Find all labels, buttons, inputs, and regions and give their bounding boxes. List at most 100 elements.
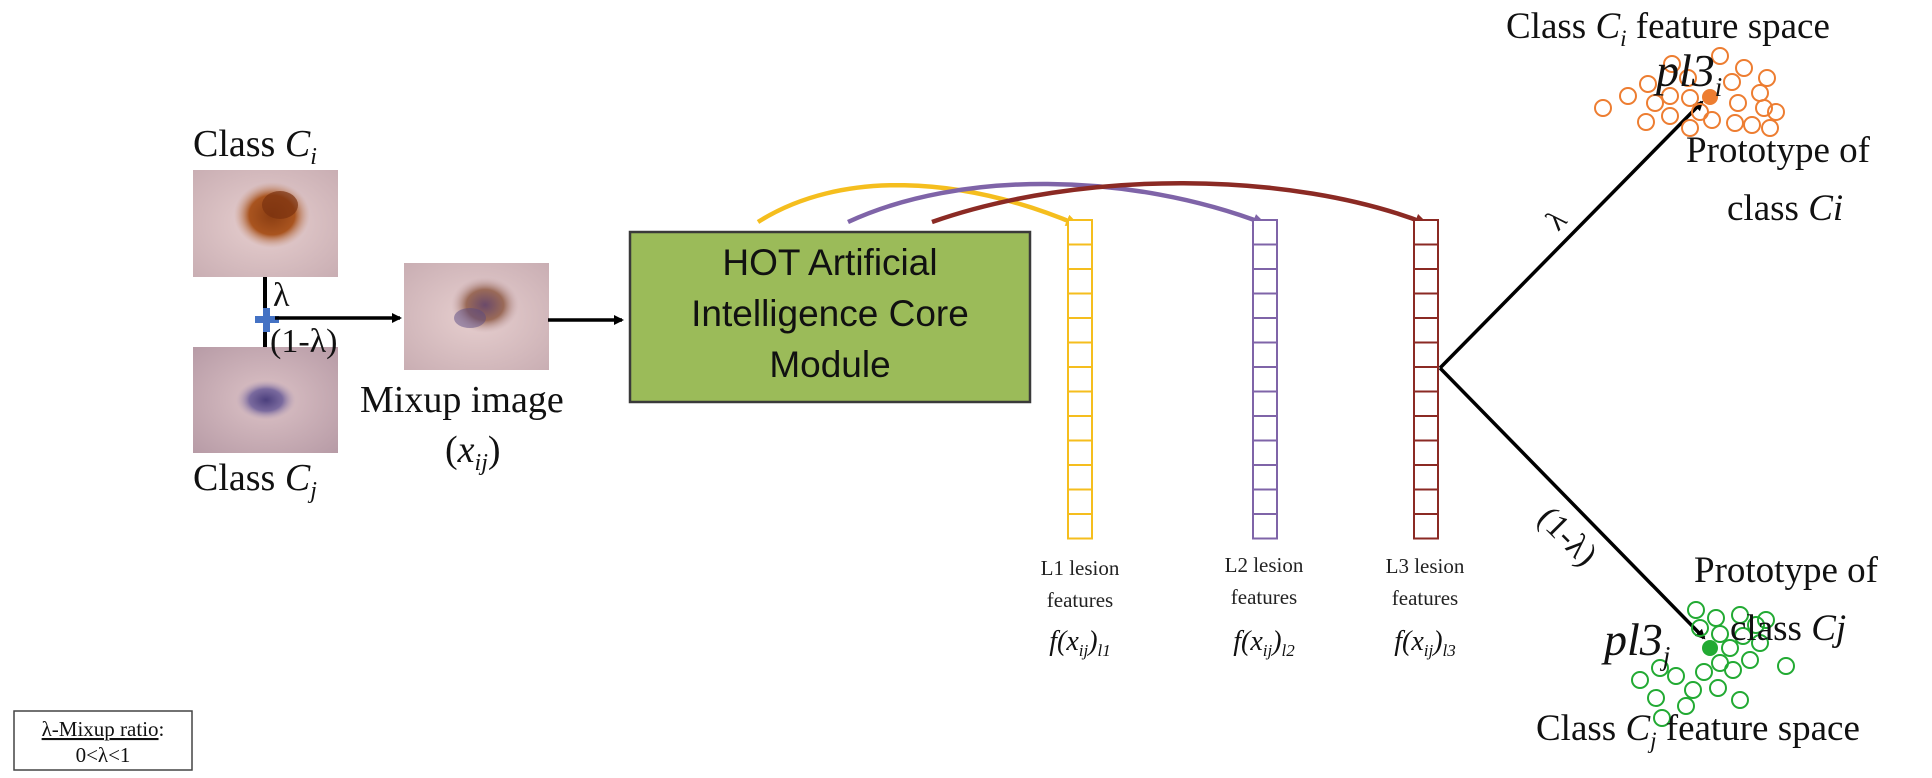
mixup-var: (xij) — [445, 429, 501, 476]
feature-point — [1721, 639, 1739, 657]
feature-point — [1687, 601, 1705, 619]
mixup-ratio-legend: λ-Mixup ratio: 0<λ<1 — [13, 710, 193, 771]
feature-cell — [1413, 219, 1439, 246]
l3-label-line-2: features — [1392, 586, 1458, 610]
feature-point — [1663, 55, 1681, 73]
l2-label-line-1: L2 lesion — [1225, 553, 1304, 577]
feature-point — [1731, 606, 1749, 624]
feature-cell — [1067, 488, 1093, 515]
feature-cell — [1067, 317, 1093, 344]
feature-point — [1735, 59, 1753, 77]
l3-feature-arrow — [931, 181, 1429, 227]
core-module-line-3: Module — [769, 344, 890, 385]
legend-line-2: 0<λ<1 — [76, 743, 131, 767]
feature-cell — [1252, 488, 1278, 515]
branch-lambda-label: λ — [1540, 203, 1574, 237]
feature-cell — [1413, 243, 1439, 270]
feature-point — [1653, 709, 1671, 727]
mixup-label: Mixup image — [360, 379, 564, 421]
l1-label-line-2: features — [1047, 588, 1113, 612]
feature-cell — [1067, 366, 1093, 393]
feature-point — [1594, 99, 1612, 117]
class-j-prototype-point — [1702, 640, 1718, 656]
feature-point — [1743, 116, 1761, 134]
feature-cell — [1067, 268, 1093, 295]
feature-point — [1734, 627, 1752, 645]
feature-cell — [1413, 464, 1439, 491]
class-i-skin-image — [193, 170, 338, 277]
feature-point — [1695, 663, 1713, 681]
feature-cell — [1413, 439, 1439, 466]
feature-point — [1703, 111, 1721, 129]
feature-point — [1646, 94, 1664, 112]
feature-point — [1691, 619, 1709, 637]
feature-point — [1757, 611, 1775, 629]
feature-cell — [1413, 341, 1439, 368]
class-i-prototype-label-2: class Ci — [1727, 188, 1843, 229]
feature-point — [1684, 681, 1702, 699]
feature-cell — [1413, 488, 1439, 515]
lambda-label: λ — [273, 277, 290, 314]
l2-label-line-2: features — [1231, 585, 1297, 609]
l2-feature-column — [1252, 219, 1278, 540]
feature-cell — [1252, 243, 1278, 270]
feature-point — [1751, 634, 1769, 652]
feature-cell — [1067, 390, 1093, 417]
l2-feature-arrow — [847, 181, 1267, 227]
feature-cell — [1067, 292, 1093, 319]
l1-function-label: f(xij)l1 — [1049, 626, 1111, 660]
feature-point — [1751, 84, 1769, 102]
branch-arrow-to-class-i — [1438, 100, 1704, 370]
class-i-prototype-point — [1702, 89, 1718, 105]
core-module-line-2: Intelligence Core — [691, 293, 969, 334]
feature-point — [1741, 651, 1759, 669]
class-i-feature-cluster — [1594, 47, 1785, 137]
feature-cell — [1252, 292, 1278, 319]
feature-cell — [1252, 415, 1278, 442]
feature-cell — [1413, 366, 1439, 393]
class-i-label: Class Ci — [193, 123, 317, 170]
feature-cell — [1252, 464, 1278, 491]
branch-arrow-to-class-j — [1438, 366, 1706, 640]
l3-label-line-1: L3 lesion — [1386, 554, 1465, 578]
feature-cell — [1252, 219, 1278, 246]
class-i-space-title: Class Ci feature space — [1506, 6, 1830, 51]
core-module-line-1: HOT Artificial — [722, 242, 937, 283]
feature-cell — [1413, 390, 1439, 417]
feature-point — [1677, 697, 1695, 715]
feature-cell — [1067, 341, 1093, 368]
mix-plus-icon — [255, 308, 279, 332]
feature-point — [1711, 625, 1729, 643]
core-module-box — [628, 230, 1032, 404]
feature-point — [1639, 75, 1657, 93]
feature-point — [1661, 87, 1679, 105]
feature-point — [1651, 659, 1669, 677]
feature-point — [1709, 679, 1727, 697]
feature-point — [1637, 113, 1655, 131]
feature-point — [1777, 657, 1795, 675]
feature-point — [1681, 89, 1699, 107]
feature-point — [1729, 94, 1747, 112]
l1-feature-arrow — [756, 182, 1080, 228]
feature-cell — [1067, 439, 1093, 466]
feature-point — [1707, 609, 1725, 627]
feature-cell — [1067, 219, 1093, 246]
feature-cell — [1067, 464, 1093, 491]
class-j-prototype-label-2: class Cj — [1730, 608, 1846, 649]
feature-point — [1767, 103, 1785, 121]
feature-cell — [1252, 317, 1278, 344]
feature-point — [1647, 689, 1665, 707]
feature-cell — [1413, 415, 1439, 442]
feature-point — [1755, 99, 1773, 117]
mixup-skin-image — [404, 263, 549, 370]
branch-one-minus-lambda-label: (1-λ) — [1530, 499, 1604, 573]
class-j-skin-image — [193, 347, 338, 453]
feature-point — [1667, 667, 1685, 685]
feature-point — [1661, 107, 1679, 125]
l2-function-label: f(xij)l2 — [1233, 626, 1295, 660]
feature-point — [1681, 119, 1699, 137]
feature-cell — [1067, 243, 1093, 270]
feature-cell — [1252, 341, 1278, 368]
feature-cell — [1067, 415, 1093, 442]
